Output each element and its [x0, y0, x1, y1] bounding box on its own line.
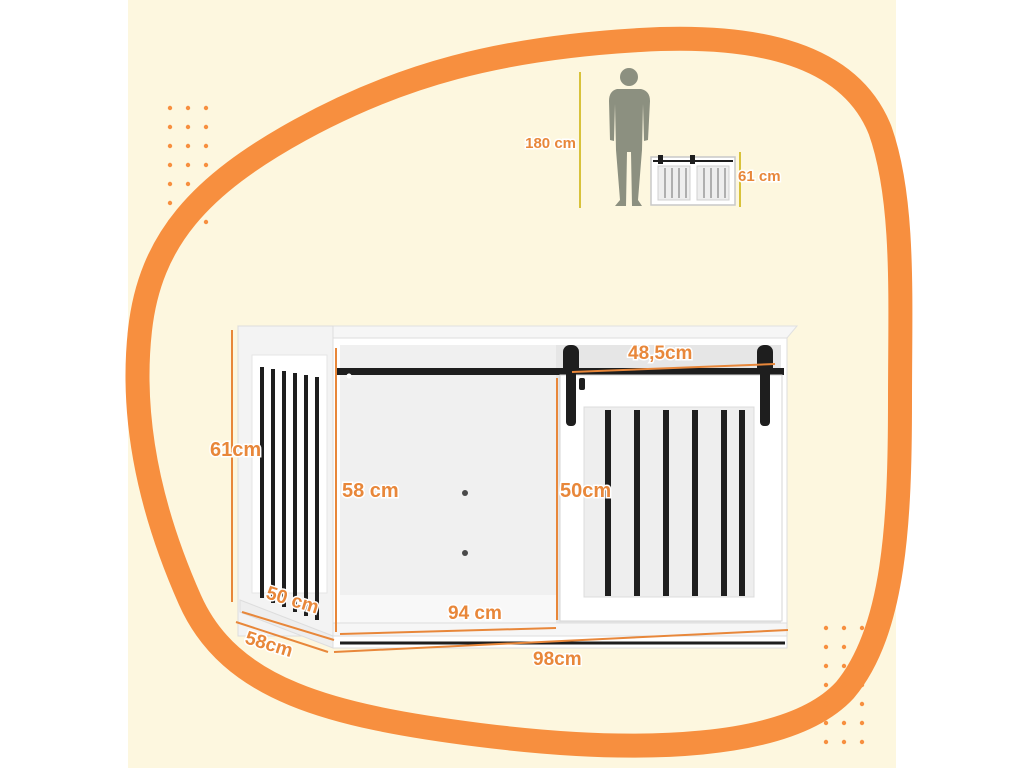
- decorative-dot: [203, 181, 209, 187]
- dimension-lines: [231, 330, 789, 653]
- person-height-label: 180 cm: [525, 135, 576, 152]
- decorative-dot: [859, 682, 865, 688]
- decorative-dot: [185, 105, 191, 111]
- decorative-dot: [859, 739, 865, 745]
- decorative-dots-bottom-right: [823, 625, 865, 745]
- door-width-label: 48,5cm: [628, 343, 692, 364]
- decorative-dot: [203, 143, 209, 149]
- sliding-barn-door: [559, 374, 783, 622]
- total-height-label: 61cm: [210, 439, 261, 461]
- decorative-dot: [185, 200, 191, 206]
- side-bars: [260, 367, 319, 620]
- decorative-dot: [167, 219, 173, 225]
- total-width-label: 98cm: [533, 649, 582, 670]
- decorative-dot: [823, 625, 829, 631]
- decorative-dot: [185, 124, 191, 130]
- decorative-dot: [167, 162, 173, 168]
- open-compartment: [340, 345, 556, 623]
- decorative-dot: [823, 663, 829, 669]
- decorative-dot: [167, 200, 173, 206]
- decorative-dot: [859, 644, 865, 650]
- decorative-dot: [203, 219, 209, 225]
- decorative-dot: [859, 625, 865, 631]
- decorative-dot: [167, 181, 173, 187]
- interior-width-label: 94 cm: [448, 603, 502, 624]
- orange-blob-outline: [125, 26, 913, 758]
- decorative-dot: [823, 701, 829, 707]
- decorative-dot: [185, 219, 191, 225]
- decorative-dot: [859, 701, 865, 707]
- kennel-cabinet: [237, 325, 799, 649]
- decorative-dot: [859, 663, 865, 669]
- decorative-dot: [185, 181, 191, 187]
- decorative-dot: [203, 105, 209, 111]
- mini-kennel-icon: [650, 155, 736, 206]
- decorative-dot: [823, 682, 829, 688]
- decorative-dot: [167, 143, 173, 149]
- decorative-dot: [203, 124, 209, 130]
- decorative-dot: [841, 701, 847, 707]
- decorative-dot: [823, 644, 829, 650]
- decorative-dot: [167, 124, 173, 130]
- decorative-dot: [841, 644, 847, 650]
- decorative-dot: [203, 162, 209, 168]
- kennel-height-label: 61 cm: [738, 168, 781, 185]
- rail-hangers: [563, 345, 773, 426]
- decorative-dot: [185, 162, 191, 168]
- decorative-dot: [167, 105, 173, 111]
- decorative-dot: [841, 663, 847, 669]
- decorative-dot: [823, 720, 829, 726]
- decorative-dot: [185, 143, 191, 149]
- decorative-dot: [841, 682, 847, 688]
- decorative-dot: [859, 720, 865, 726]
- decorative-dot: [203, 200, 209, 206]
- interior-height-label: 58 cm: [342, 480, 399, 502]
- person-silhouette-icon: [609, 68, 650, 206]
- scale-reference: 180 cm 61 cm: [524, 68, 782, 208]
- decorative-dot: [841, 625, 847, 631]
- door-height-label: 50cm: [560, 480, 611, 502]
- decorative-dots-top-left: [167, 105, 209, 225]
- decorative-dot: [841, 720, 847, 726]
- decorative-dot: [823, 739, 829, 745]
- barn-door-rail: [337, 368, 784, 375]
- decorative-dot: [841, 739, 847, 745]
